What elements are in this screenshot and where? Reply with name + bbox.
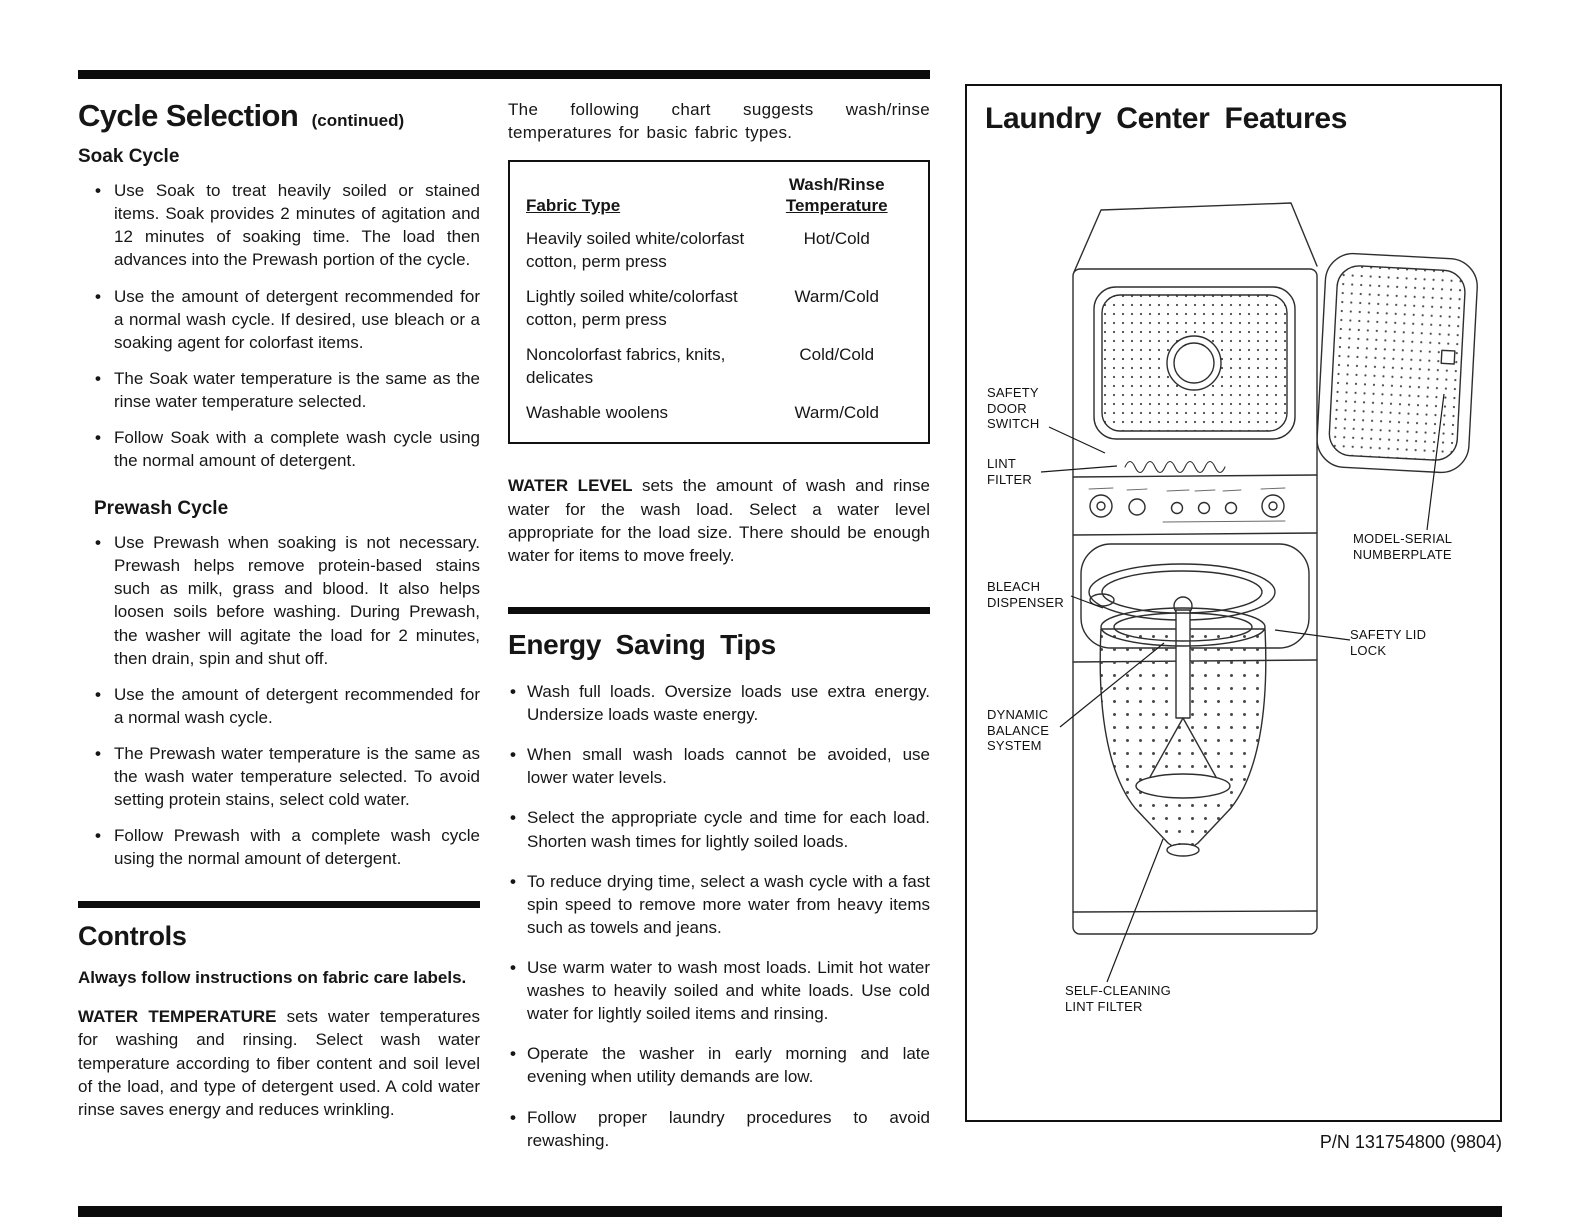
part-number: P/N 131754800 (9804) [1319, 1132, 1502, 1152]
table-row: Heavily soiled white/colorfast cotton, p… [526, 227, 912, 273]
cycle-selection-title-text: Cycle Selection [78, 98, 299, 133]
fabric-cell: Lightly soiled white/colorfast cotton, p… [526, 286, 738, 330]
energy-saving-tips-heading: Energy Saving Tips [508, 628, 776, 660]
prewash-cycle-list: Use Prewash when soaking is not necessar… [78, 531, 480, 870]
balance-ring-part [1100, 607, 1266, 647]
bullet-item: Use the amount of detergent recommended … [78, 683, 480, 729]
water-temperature-label: WATER TEMPERATURE [78, 1007, 277, 1027]
water-level-label: WATER LEVEL [508, 476, 633, 496]
callout-bleach-dispenser: BLEACH DISPENSER [987, 579, 1064, 610]
table-row: Lightly soiled white/colorfast cotton, p… [526, 285, 912, 331]
fabric-type-header-cell: Fabric Type [526, 194, 761, 217]
cycle-selection-title: Cycle Selection (continued) [78, 92, 480, 138]
soak-cycle-list: Use Soak to treat heavily soiled or stai… [78, 179, 480, 472]
fabric-cell: Noncolorfast fabrics, knits, delicates [526, 345, 726, 388]
laundry-center-illustration [1040, 202, 1478, 983]
bullet-item: To reduce drying time, select a wash cyc… [508, 870, 930, 939]
table-row: Washable woolens Warm/Cold [526, 401, 912, 424]
top-section-rule [78, 70, 930, 79]
fabric-cell: Heavily soiled white/colorfast cotton, p… [526, 228, 745, 271]
water-temperature-paragraph: WATER TEMPERATURE sets water temperature… [78, 1005, 480, 1121]
left-column: Cycle Selection (continued) Soak Cycle U… [78, 92, 480, 1136]
temp-cell: Hot/Cold [803, 228, 870, 248]
bullet-item: Use the amount of detergent recommended … [78, 285, 480, 354]
temp-cell: Warm/Cold [794, 286, 879, 306]
bottom-page-rule [78, 1206, 1502, 1217]
bullet-item: Follow proper laundry procedures to avoi… [508, 1106, 930, 1152]
wash-rinse-header-line2: Temperature [785, 196, 888, 216]
bullet-item: The Soak water temperature is the same a… [78, 367, 480, 413]
energy-section-rule [508, 606, 930, 614]
bullet-item: Use Prewash when soaking is not necessar… [78, 531, 480, 670]
bullet-item: Wash full loads. Oversize loads use extr… [508, 680, 930, 726]
bullet-item: The Prewash water temperature is the sam… [78, 742, 480, 811]
callout-safety-lid-lock: SAFETY LID LOCK [1350, 627, 1427, 658]
bullet-item: When small wash loads cannot be avoided,… [508, 743, 930, 789]
fabric-cell: Washable woolens [526, 403, 669, 423]
bleach-dispenser-part [1089, 593, 1115, 607]
energy-tips-list: Wash full loads. Oversize loads use extr… [508, 680, 930, 1152]
callout-leader-lines [1040, 393, 1445, 983]
controls-heading: Controls [78, 920, 187, 951]
callout-lint-filter: LINT FILTER [987, 456, 1033, 487]
bullet-item: Use warm water to wash most loads. Limit… [508, 956, 930, 1025]
laundry-center-features-panel: Laundry Center Features [965, 84, 1502, 1122]
callout-dynamic-balance-system: DYNAMIC BALANCE SYSTEM [987, 707, 1050, 754]
open-dryer-door [1316, 252, 1478, 474]
controls-section-rule [78, 900, 480, 908]
prewash-cycle-heading: Prewash Cycle [94, 498, 229, 520]
temperature-header-cell: Wash/Rinse Temperature [761, 174, 912, 217]
controls-intro: Always follow instructions on fabric car… [78, 968, 467, 988]
callout-model-serial-numberplate: MODEL-SERIAL NUMBERPLATE [1353, 531, 1453, 562]
fabric-type-header: Fabric Type [526, 195, 621, 215]
water-temperature-text: sets water temperatures for washing and … [78, 1007, 480, 1119]
callout-self-cleaning-lint-filter: SELF-CLEANING LINT FILTER [1065, 983, 1171, 1014]
agitator-part [1135, 596, 1231, 799]
table-row: Noncolorfast fabrics, knits, delicates C… [526, 343, 912, 389]
cycle-selection-continued-text: (continued) [311, 111, 405, 130]
bullet-item: Select the appropriate cycle and time fo… [508, 806, 930, 852]
bullet-item: Operate the washer in early morning and … [508, 1042, 930, 1088]
laundry-center-features-heading: Laundry Center Features [985, 102, 1348, 135]
callout-safety-door-switch: SAFETY DOOR SWITCH [987, 385, 1040, 432]
table-header-row: Fabric Type Wash/Rinse Temperature [526, 174, 912, 217]
control-panel-knobs [1089, 494, 1285, 518]
wash-rinse-header-line1: Wash/Rinse [788, 175, 885, 195]
fabric-temperature-table: Fabric Type Wash/Rinse Temperature Heavi… [508, 160, 930, 445]
bullet-item: Follow Prewash with a complete wash cycl… [78, 824, 480, 870]
temp-cell: Cold/Cold [799, 345, 875, 365]
chart-intro-paragraph: The following chart suggests wash/rinse … [508, 100, 930, 143]
water-level-text: sets the amount of wash and rinse water … [508, 476, 930, 565]
soak-cycle-heading: Soak Cycle [78, 146, 180, 168]
water-level-paragraph: WATER LEVEL sets the amount of wash and … [508, 474, 930, 566]
bullet-item: Use Soak to treat heavily soiled or stai… [78, 179, 480, 271]
temp-cell: Warm/Cold [794, 403, 879, 423]
lint-filter-part [1124, 460, 1226, 474]
middle-column: The following chart suggests wash/rinse … [508, 98, 930, 1169]
bullet-item: Follow Soak with a complete wash cycle u… [78, 426, 480, 472]
